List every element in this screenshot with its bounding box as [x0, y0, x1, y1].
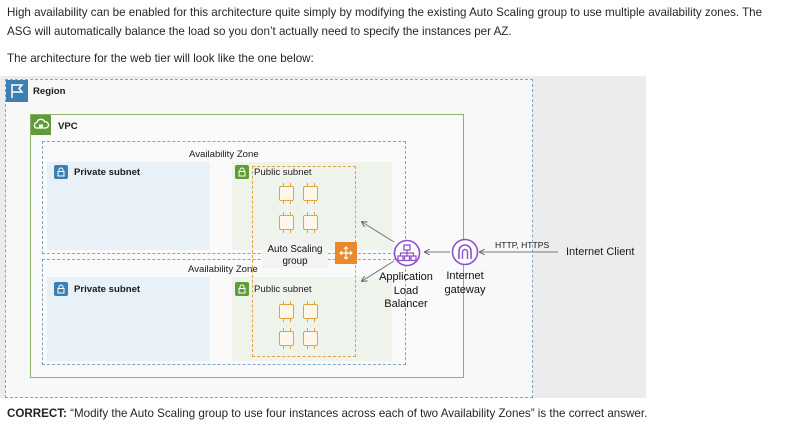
private-subnet-bottom-label: Private subnet	[74, 284, 141, 295]
igw-label: Internet gateway	[437, 270, 493, 297]
ec2-instance-icon	[279, 183, 294, 204]
public-subnet-top-label: Public subnet	[254, 167, 312, 178]
az-top-label: Availability Zone	[189, 149, 259, 160]
asg-label: Auto Scaling group	[262, 244, 328, 268]
lock-icon	[54, 165, 68, 179]
az-bottom-label: Availability Zone	[188, 264, 258, 275]
internet-gateway-icon	[451, 238, 479, 266]
lock-icon	[235, 282, 249, 296]
flag-icon	[6, 80, 28, 102]
auto-scaling-icon	[335, 242, 357, 264]
availability-zone-bottom	[42, 259, 406, 365]
private-subnet-top	[47, 162, 210, 250]
ec2-instance-icon	[279, 301, 294, 322]
alb-label-line3: Balancer	[384, 298, 428, 310]
ec2-instance-icon	[279, 328, 294, 349]
load-balancer-icon	[393, 239, 421, 267]
vpc-label: VPC	[58, 121, 78, 132]
ec2-instance-icon	[303, 301, 318, 322]
protocol-label: HTTP, HTTPS	[495, 240, 550, 250]
asg-label-line2: group	[282, 256, 308, 267]
correct-answer: CORRECT: “Modify the Auto Scaling group …	[7, 407, 647, 420]
alb-label: Application Load Balancer	[374, 271, 438, 312]
private-subnet-top-label: Private subnet	[74, 167, 141, 178]
ec2-instance-icon	[279, 212, 294, 233]
availability-zone-top	[42, 141, 406, 254]
public-subnet-bottom	[232, 277, 392, 361]
asg-label-line1: Auto Scaling	[267, 244, 323, 255]
connection-arrows	[0, 76, 558, 398]
ec2-instance-icon	[303, 328, 318, 349]
intro-subheading: The architecture for the web tier will l…	[7, 52, 314, 65]
igw-label-line2: gateway	[444, 283, 486, 296]
private-subnet-bottom	[47, 277, 210, 361]
public-subnet-top	[232, 162, 392, 250]
correct-label: CORRECT:	[7, 407, 67, 420]
lock-icon	[235, 165, 249, 179]
region-label: Region	[33, 86, 66, 97]
correct-answer-text: “Modify the Auto Scaling group to use fo…	[66, 407, 648, 420]
architecture-diagram: Region VPC Availability Zone Private sub…	[0, 76, 646, 398]
intro-paragraph: High availability can be enabled for thi…	[7, 6, 763, 38]
ec2-instance-icon	[303, 212, 318, 233]
igw-label-line1: Internet	[446, 270, 484, 282]
internet-client-label: Internet Client	[566, 246, 635, 258]
public-subnet-bottom-label: Public subnet	[254, 284, 312, 295]
alb-label-line2: Load	[393, 284, 419, 297]
cloud-lock-icon	[31, 115, 51, 135]
lock-icon	[54, 282, 68, 296]
ec2-instance-icon	[303, 183, 318, 204]
alb-label-line1: Application	[379, 271, 433, 283]
